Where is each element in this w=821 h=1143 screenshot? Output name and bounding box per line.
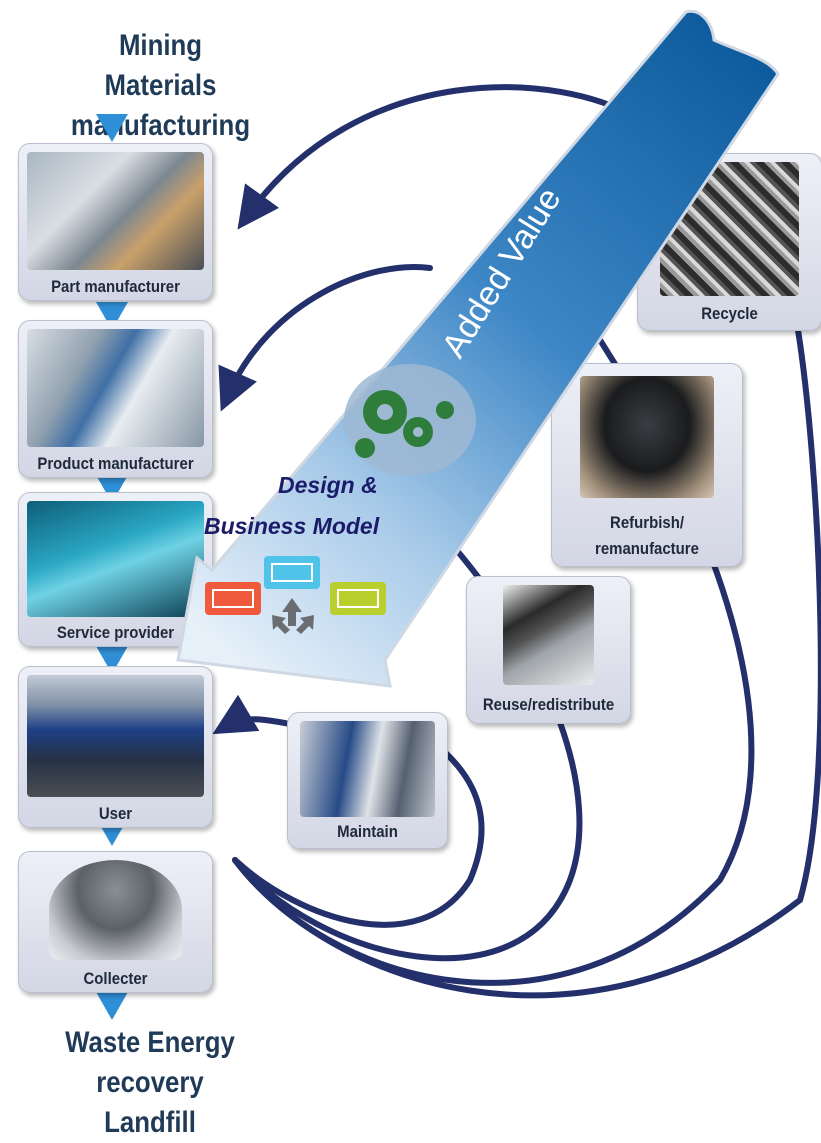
stage-label: Collecter: [83, 969, 148, 988]
stage-label: Product manufacturer: [37, 454, 194, 473]
refurbish-photo: [580, 376, 714, 498]
loop-refurbish-return: [218, 264, 433, 412]
loop-card-recycle: Recycle: [637, 153, 821, 331]
stage-card-product-manufacturer: Product manufacturer: [18, 320, 213, 478]
reuse-tool-photo: [503, 585, 594, 685]
part-manufacturer-photo: [27, 152, 204, 270]
stage-card-collecter: Collecter: [18, 851, 213, 993]
flow-triangle-icon: [96, 475, 128, 503]
design-label-line1: Design &: [278, 472, 378, 498]
flow-triangle-icon: [96, 302, 128, 330]
user-tractor-photo: [27, 675, 204, 797]
maintain-photo: [300, 721, 435, 817]
loop-card-refurbish: Refurbish/ remanufacture: [551, 363, 743, 567]
loop-label: Recycle: [701, 304, 758, 323]
service-provider-photo: [27, 501, 204, 617]
loop-maintain: [232, 717, 485, 928]
loop-label-line2: remanufacture: [595, 539, 699, 558]
product-manufacturer-photo: [27, 329, 204, 447]
bottom-heading-line2: Landfill: [104, 1106, 196, 1139]
flow-triangle-icon: [96, 114, 128, 142]
loop-label: Maintain: [337, 822, 398, 841]
gear-cluster-icon: [344, 364, 476, 476]
collecter-bin-photo: [49, 860, 182, 960]
flow-triangle-icon: [96, 992, 128, 1020]
loop-card-reuse: Reuse/redistribute: [466, 576, 631, 724]
added-value-arrow: Added Value: [176, 9, 780, 688]
loop-card-maintain: Maintain: [287, 712, 448, 849]
stage-card-user: User: [18, 666, 213, 828]
flow-triangle-icon: [96, 646, 128, 674]
top-heading-line1: Mining: [118, 29, 203, 62]
added-value-arrow-shape: [176, 9, 780, 688]
stage-card-service-provider: Service provider: [18, 492, 213, 647]
design-label-line2: Business Model: [204, 513, 380, 539]
loop-label-line1: Refurbish/: [610, 513, 684, 532]
stage-label: Part manufacturer: [51, 277, 180, 296]
loop-arrows-layer: [212, 84, 821, 999]
stage-label: User: [98, 804, 133, 823]
stage-label: Service provider: [56, 623, 175, 642]
business-model-blocks-icon: [205, 556, 386, 615]
bottom-heading-line1: Waste Energy recovery: [65, 1026, 235, 1099]
loop-label: Reuse/redistribute: [482, 695, 615, 714]
loop-recycle-top: [237, 84, 643, 230]
stage-card-part-manufacturer: Part manufacturer: [18, 143, 213, 301]
split-arrows-icon: [272, 598, 314, 634]
